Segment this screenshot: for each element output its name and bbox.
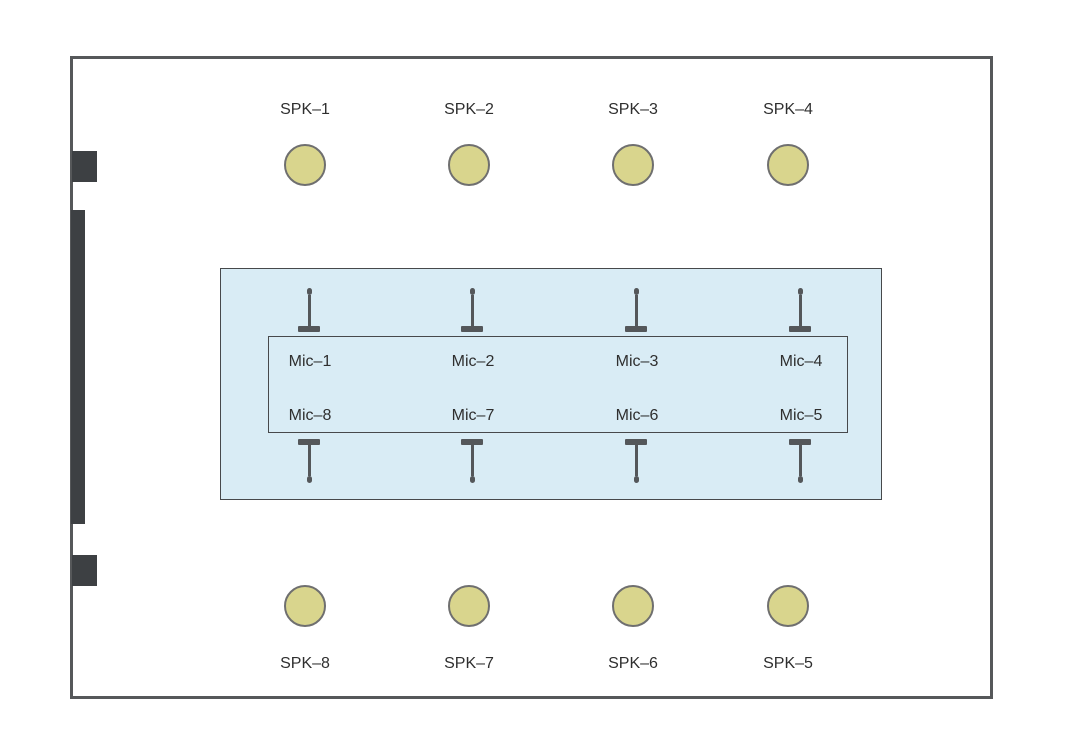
mic-base-icon [625, 439, 647, 445]
mic-label: Mic–7 [451, 407, 495, 424]
mic-label: Mic–1 [288, 353, 332, 370]
mic-label: Mic–8 [288, 407, 332, 424]
mic-base-icon [789, 326, 811, 332]
left-wall-mount-bottom-icon [72, 555, 97, 586]
mic-label: Mic–5 [779, 407, 823, 424]
mic-stand-icon [461, 288, 483, 332]
mic-head-icon [306, 476, 312, 483]
mic-stem-icon [798, 445, 802, 476]
mic-head-icon [469, 288, 475, 295]
speaker-label: SPK–3 [608, 101, 658, 118]
mic-head-icon [469, 476, 475, 483]
speaker-icon [448, 144, 490, 186]
mic-head-icon [633, 476, 639, 483]
speaker-icon [284, 144, 326, 186]
speaker-label: SPK–4 [763, 101, 813, 118]
mic-label: Mic–3 [615, 353, 659, 370]
speaker-icon [612, 144, 654, 186]
speaker-icon [767, 144, 809, 186]
conference-table: Mic–1 Mic–2 Mic–3 Mic–4 Mic–8 Mic–7 Mic–… [268, 336, 848, 433]
mic-stem-icon [634, 295, 638, 326]
mic-head-icon [797, 476, 803, 483]
mic-stand-icon [625, 439, 647, 483]
speaker-spk-2: SPK–2 [427, 100, 511, 186]
speaker-label: SPK–5 [763, 655, 813, 672]
speaker-spk-7: SPK–7 [427, 585, 511, 674]
table-zone: Mic–1 Mic–2 Mic–3 Mic–4 Mic–8 Mic–7 Mic–… [220, 268, 882, 500]
speaker-spk-1: SPK–1 [263, 100, 347, 186]
mic-base-icon [461, 326, 483, 332]
speaker-icon [767, 585, 809, 627]
mic-base-icon [298, 439, 320, 445]
mic-stem-icon [798, 295, 802, 326]
mic-stem-icon [470, 295, 474, 326]
speaker-icon [284, 585, 326, 627]
speaker-spk-8: SPK–8 [263, 585, 347, 674]
speaker-spk-6: SPK–6 [591, 585, 675, 674]
speaker-icon [448, 585, 490, 627]
mic-base-icon [625, 326, 647, 332]
mic-head-icon [797, 288, 803, 295]
mic-label: Mic–2 [451, 353, 495, 370]
speaker-spk-3: SPK–3 [591, 100, 675, 186]
speaker-spk-4: SPK–4 [746, 100, 830, 186]
speaker-spk-5: SPK–5 [746, 585, 830, 674]
mic-stem-icon [634, 445, 638, 476]
mic-label: Mic–6 [615, 407, 659, 424]
mic-head-icon [306, 288, 312, 295]
speaker-label: SPK–6 [608, 655, 658, 672]
mic-stem-icon [470, 445, 474, 476]
mic-stand-icon [789, 439, 811, 483]
mic-head-icon [633, 288, 639, 295]
speaker-label: SPK–8 [280, 655, 330, 672]
mic-stem-icon [307, 295, 311, 326]
mic-stand-icon [625, 288, 647, 332]
left-wall-mount-top-icon [72, 151, 97, 182]
speaker-label: SPK–1 [280, 101, 330, 118]
mic-base-icon [298, 326, 320, 332]
mic-stand-icon [298, 439, 320, 483]
mic-stand-icon [461, 439, 483, 483]
mic-stand-icon [789, 288, 811, 332]
left-wall-door-panel-icon [71, 210, 85, 524]
mic-base-icon [789, 439, 811, 445]
mic-base-icon [461, 439, 483, 445]
mic-stem-icon [307, 445, 311, 476]
mic-stand-icon [298, 288, 320, 332]
speaker-label: SPK–2 [444, 101, 494, 118]
mic-label: Mic–4 [779, 353, 823, 370]
speaker-label: SPK–7 [444, 655, 494, 672]
speaker-icon [612, 585, 654, 627]
